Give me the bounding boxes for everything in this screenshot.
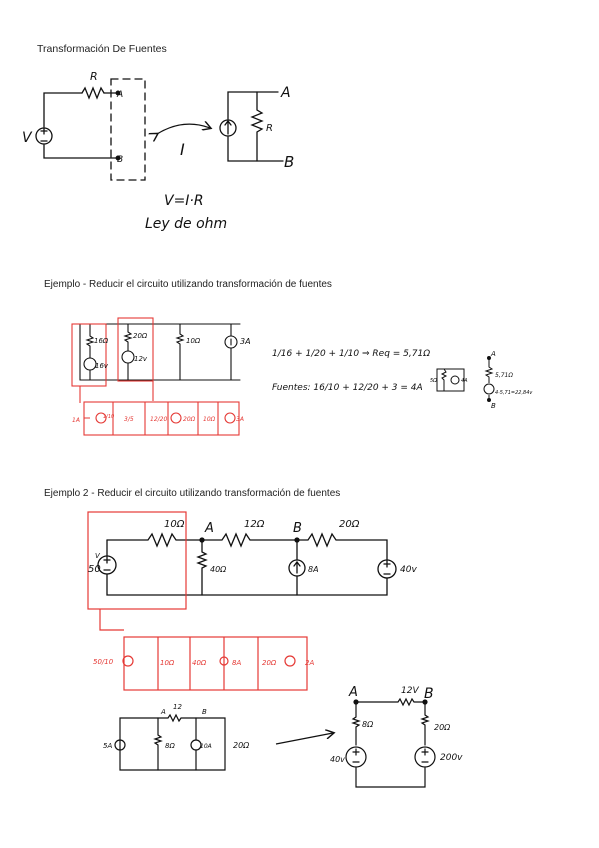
intro-label-A-right: A xyxy=(280,85,291,101)
intro-label-A-left: A xyxy=(116,90,123,100)
example2-red-equivalent xyxy=(122,636,308,691)
ex2-label-B: B xyxy=(293,521,302,536)
ex2-b-12: 12 xyxy=(173,703,182,711)
ex1-label-v1: 16v xyxy=(95,362,109,370)
ex2-red-r1: 10Ω xyxy=(160,659,175,667)
intro-label-B-left: B xyxy=(117,155,123,165)
example1-circuit xyxy=(79,323,241,381)
intro-transform-arrow xyxy=(157,124,210,134)
ex2-r-vert: 40Ω xyxy=(210,565,227,574)
ex1-resistor-16 xyxy=(85,323,95,353)
ex2-red-r2: 40Ω xyxy=(192,659,207,667)
intro-label-R-right: R xyxy=(266,123,273,134)
ex1-red-label-5: 10Ω xyxy=(203,416,216,423)
ex1-chain-A: A xyxy=(490,350,496,358)
intro-arrow-label: I xyxy=(180,140,185,159)
example2-final-circuit xyxy=(345,697,436,788)
ex2-b-10: 10A xyxy=(200,743,212,750)
intro-formula: V=I·R xyxy=(164,193,204,209)
ex2-c-40: 40v xyxy=(330,755,345,764)
ex1-chain-r: 5,71Ω xyxy=(495,372,513,379)
intro-law: Ley de ohm xyxy=(145,216,227,232)
ex1-chain-v: 4·5,71=22,84v xyxy=(495,390,533,396)
ex1-label-r1: 16Ω xyxy=(94,337,109,345)
ex2-v-right: 40v xyxy=(400,565,417,575)
ex1-resistor-10 xyxy=(175,323,185,381)
intro-label-V: V xyxy=(22,130,33,146)
intro-left-circuit xyxy=(35,78,146,181)
intro-right-circuit xyxy=(219,91,284,162)
ex2-transform-arrow xyxy=(275,733,333,745)
ex2-b-B: B xyxy=(202,708,207,716)
ex2-r-top3: 20Ω xyxy=(339,519,360,530)
ex1-red-label-1: 1/10 xyxy=(103,414,114,420)
ex2-label-A: A xyxy=(204,521,214,536)
ex2-red-i2: 2A xyxy=(305,659,314,667)
ex1-resistor-20 xyxy=(123,323,133,347)
intro-resistor xyxy=(81,86,105,100)
intro-right-resistor xyxy=(250,91,264,162)
example2-heading: Ejemplo 2 - Reducir el circuito utilizan… xyxy=(44,488,341,499)
ex2-r-top2: 12Ω xyxy=(244,519,265,530)
ex2-c-8: 8Ω xyxy=(362,720,374,729)
ex2-voltage-source-40 xyxy=(377,559,397,579)
ex1-label-r3: 10Ω xyxy=(186,337,201,345)
example2-step-b-circuit xyxy=(114,713,226,771)
intro-dashed-box xyxy=(110,78,146,181)
example1-heading: Ejemplo - Reducir el circuito utilizando… xyxy=(44,279,332,290)
intro-label-B-right: B xyxy=(284,153,294,171)
ex2-voltage-source-50 xyxy=(97,555,117,575)
ex1-red-label-0: 1A xyxy=(72,417,80,424)
ex2-c-12: 12V xyxy=(401,686,419,696)
ex1-source-equation: Fuentes: 16/10 + 12/20 + 3 = 4A xyxy=(272,383,423,393)
ex2-r-top1: 10Ω xyxy=(164,519,185,530)
ex2-top-wire xyxy=(106,532,388,561)
ex1-label-i1: 3A xyxy=(240,337,251,346)
ex1-source-12v xyxy=(121,350,135,364)
ex1-red-label-6: 3A xyxy=(236,416,244,423)
ex2-red-frac: 50/10 xyxy=(93,658,114,666)
ex2-v-left: 50 xyxy=(88,564,101,575)
ex2-i-mid: 8A xyxy=(308,565,319,574)
ex1-red-label-4: 20Ω xyxy=(183,416,196,423)
ex2-c-200: 200v xyxy=(440,753,463,763)
ex1-label-r2: 20Ω xyxy=(133,332,148,340)
ex2-v-left-label: V xyxy=(95,552,101,560)
ex2-c-20: 20Ω xyxy=(434,723,451,732)
ex1-red-label-3: 12/20 xyxy=(150,416,167,423)
ex2-b-left: 5A xyxy=(103,742,112,750)
ex1-small-box xyxy=(436,368,465,392)
ex1-label-v2: 12v xyxy=(134,355,148,363)
ex1-req-equation: 1/16 + 1/20 + 1/10 ⇒ Req = 5,71Ω xyxy=(272,349,430,359)
ex1-chain xyxy=(483,356,495,402)
ex1-box-r: 5Ω xyxy=(430,378,437,384)
ex2-c-B: B xyxy=(424,686,434,702)
page-title: Transformación De Fuentes xyxy=(37,43,167,55)
ex2-resistor-40 xyxy=(196,539,208,596)
ex2-b-20: 20Ω xyxy=(233,741,250,750)
ex2-b-A: A xyxy=(160,708,166,716)
ex2-red-r3: 20Ω xyxy=(262,659,277,667)
ex1-red-label-2: 3/5 xyxy=(124,416,134,423)
ex2-b-8: 8Ω xyxy=(165,742,175,750)
ex1-chain-B: B xyxy=(491,402,496,410)
ex2-red-i: 8A xyxy=(232,659,241,667)
ex2-red-highlight xyxy=(87,511,187,610)
example1-red-boxes xyxy=(71,317,240,436)
ex2-c-A: A xyxy=(348,685,358,700)
example2-main-circuit xyxy=(97,532,397,596)
intro-label-R: R xyxy=(90,70,98,83)
ex1-box-i: 4A xyxy=(461,378,468,384)
